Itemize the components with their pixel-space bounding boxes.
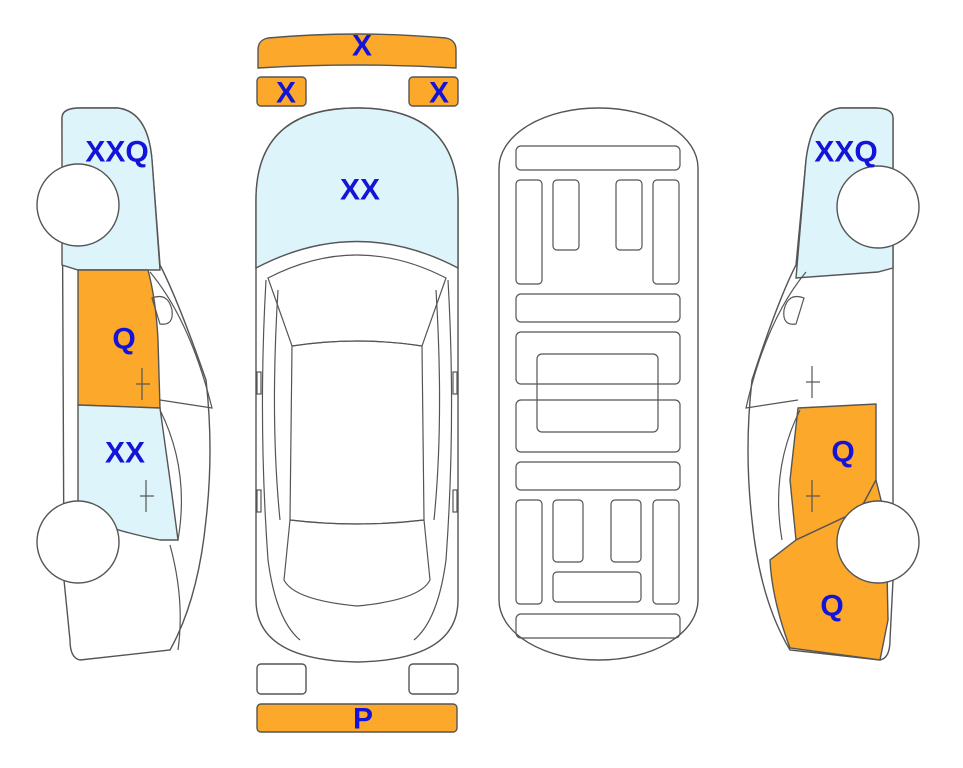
right-mirror-shape <box>783 295 805 325</box>
left-front-door-code: Q <box>112 323 135 356</box>
left-side-line <box>261 279 301 641</box>
left-window-line <box>149 271 213 409</box>
interior-center-box <box>536 353 659 433</box>
interior-view <box>498 107 699 661</box>
interior-slot-8 <box>652 499 680 605</box>
interior-slot-7 <box>610 499 642 563</box>
right-window-line <box>745 271 807 409</box>
left-pillar-line <box>159 409 182 541</box>
front-bumper[interactable] <box>257 33 457 69</box>
left-front-fender-code: XXQ <box>85 136 148 169</box>
left-mirror-shape <box>151 295 173 325</box>
interior-mid-frame-2 <box>515 399 681 453</box>
interior-rear-bar <box>515 613 681 639</box>
interior-mid-bar-2 <box>515 461 681 491</box>
rear-bumper[interactable] <box>256 703 458 733</box>
interior-mid-bar-1 <box>515 293 681 323</box>
right-pillar-line <box>778 409 801 541</box>
interior-rear-box <box>552 571 642 603</box>
right-rear-wheel <box>836 500 920 584</box>
interior-mid-frame <box>515 331 681 385</box>
front-right-light-code: X <box>429 77 449 110</box>
front-bumper-code: X <box>352 30 372 63</box>
right-side-view <box>745 107 920 661</box>
rear-bumper-code: P <box>353 703 373 736</box>
right-mirror <box>452 371 458 395</box>
rear-window-outline <box>283 519 431 607</box>
panel-labels: X X X XX P XXQ Q XX XXQ Q Q <box>85 30 877 736</box>
left-front-wheel <box>36 163 120 247</box>
right-side-line <box>413 279 453 641</box>
interior-slot-2 <box>552 179 580 251</box>
right-rear-handle <box>452 489 458 513</box>
left-rear-wheel <box>36 500 120 584</box>
right-front-wheel <box>836 165 920 249</box>
right-rear-fender-code: Q <box>820 590 843 623</box>
right-front-fender-code: XXQ <box>814 136 877 169</box>
interior-front-bar <box>515 145 681 171</box>
left-mirror <box>256 371 262 395</box>
left-inner-line <box>273 289 281 521</box>
hood-code: XX <box>340 174 380 207</box>
interior-slot-4 <box>652 179 680 285</box>
front-left-light-code: X <box>276 77 296 110</box>
left-rear-handle <box>256 489 262 513</box>
interior-slot-6 <box>552 499 584 563</box>
hood[interactable] <box>255 107 459 270</box>
interior-slot-1 <box>515 179 543 285</box>
left-rear-line <box>169 544 181 651</box>
front-right-light[interactable] <box>408 76 459 107</box>
rear-right-light <box>408 663 459 695</box>
right-rear-door-code: Q <box>831 436 854 469</box>
interior-slot-5 <box>515 499 543 605</box>
right-inner-line <box>433 289 441 521</box>
top-view <box>255 33 459 733</box>
interior-slot-3 <box>615 179 643 251</box>
front-left-light[interactable] <box>256 76 307 107</box>
rear-left-light <box>256 663 307 695</box>
left-side-view <box>36 107 213 661</box>
left-rear-door-code: XX <box>105 437 145 470</box>
